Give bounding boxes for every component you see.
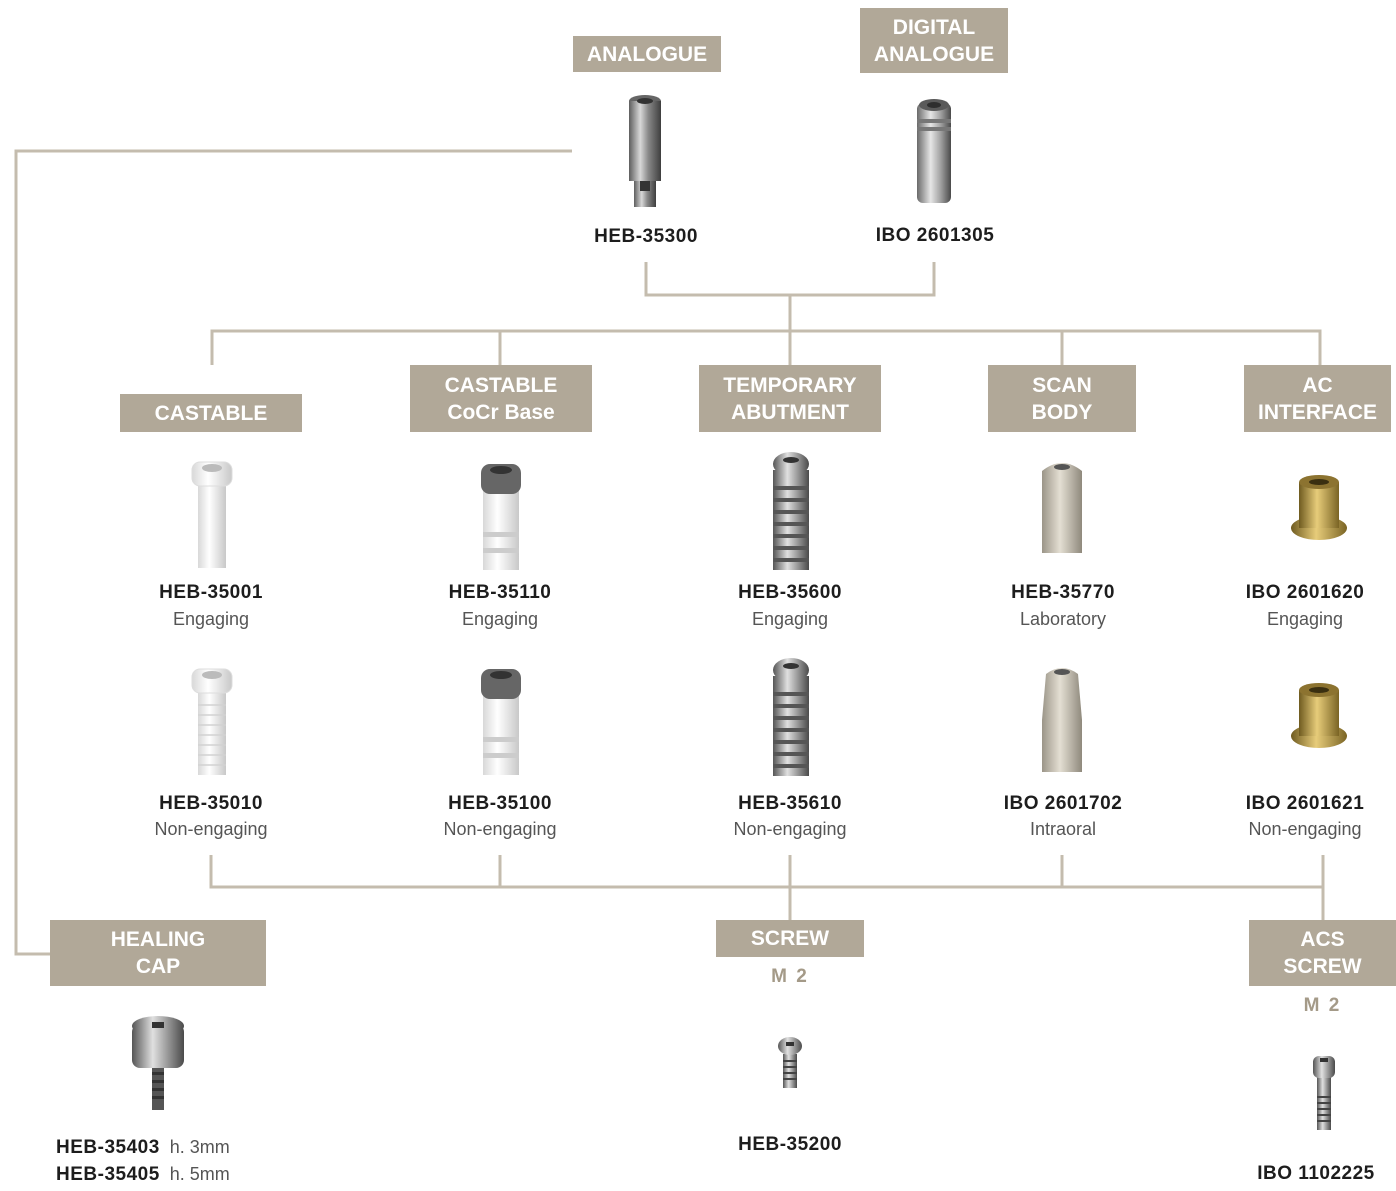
temporary-abutment-tag: TEMPORARY ABUTMENT	[699, 365, 881, 432]
healing-cap-code-1: HEB-35403	[56, 1137, 160, 1158]
scan-body-tag: SCAN BODY	[988, 365, 1136, 432]
acs-screw-label-1: ACS	[1300, 928, 1345, 951]
castable-engaging-image	[188, 458, 236, 570]
scan-body-desc-1: Laboratory	[1019, 609, 1107, 629]
ac-interface-tag: AC INTERFACE	[1244, 365, 1391, 432]
ac-interface-non-engaging-image	[1289, 680, 1349, 750]
acs-screw-label-2: SCREW	[1283, 955, 1362, 978]
analogue-part-image	[620, 93, 670, 211]
ac-interface-engaging-image	[1289, 472, 1349, 542]
temporary-code-1: HEB-35600	[738, 582, 842, 603]
castable-cocr-non-engaging-image	[476, 665, 526, 777]
ac-interface-desc-2: Non-engaging	[1248, 819, 1362, 839]
temporary-desc-2: Non-engaging	[733, 819, 847, 839]
healing-cap-height-1: h. 3mm	[169, 1137, 230, 1157]
ac-interface-desc-1: Engaging	[1266, 609, 1344, 629]
analogue-code: HEB-35300	[594, 226, 698, 247]
castable-code-1: HEB-35001	[159, 582, 263, 603]
healing-cap-row-1: HEB-35403 h. 3mm	[56, 1137, 230, 1159]
ac-interface-code-1: IBO 2601620	[1245, 582, 1365, 603]
castable-tag: CASTABLE	[120, 394, 302, 432]
castable-non-engaging-image	[188, 665, 236, 777]
scan-body-code-2: IBO 2601702	[1003, 793, 1123, 814]
digital-analogue-tag: DIGITAL ANALOGUE	[860, 8, 1008, 73]
analogue-tag: ANALOGUE	[573, 36, 721, 72]
scan-body-label-1: SCAN	[1032, 373, 1092, 397]
screw-image	[776, 1036, 804, 1090]
acs-screw-thread: M 2	[1303, 995, 1342, 1016]
digital-analogue-part-image	[911, 97, 957, 205]
acs-screw-image	[1308, 1052, 1340, 1132]
acs-screw-tag: ACS SCREW	[1249, 920, 1396, 986]
temporary-desc-1: Engaging	[751, 609, 829, 629]
temporary-label-1: TEMPORARY	[723, 373, 857, 397]
digital-analogue-label-1: DIGITAL	[892, 15, 976, 39]
scan-body-desc-2: Intraoral	[1029, 819, 1097, 839]
temporary-non-engaging-image	[766, 656, 816, 778]
temporary-code-2: HEB-35610	[738, 793, 842, 814]
castable-cocr-desc-2: Non-engaging	[443, 819, 557, 839]
castable-cocr-code-1: HEB-35110	[448, 582, 552, 603]
digital-analogue-label-2: ANALOGUE	[873, 42, 995, 66]
ac-interface-label-1: AC	[1302, 373, 1333, 397]
healing-cap-label-2: CAP	[135, 955, 181, 978]
temporary-engaging-image	[766, 450, 816, 572]
scan-body-laboratory-image	[1036, 453, 1088, 557]
scan-body-intraoral-image	[1036, 660, 1088, 776]
scan-body-label-2: BODY	[1031, 400, 1093, 424]
castable-cocr-engaging-image	[476, 460, 526, 572]
castable-cocr-tag: CASTABLE CoCr Base	[410, 365, 592, 432]
screw-thread: M 2	[771, 966, 809, 987]
castable-desc-2: Non-engaging	[154, 819, 268, 839]
ac-interface-code-2: IBO 2601621	[1245, 793, 1365, 814]
castable-cocr-label-1: CASTABLE	[444, 373, 558, 397]
screw-label: SCREW	[750, 927, 830, 950]
healing-cap-code-2: HEB-35405	[56, 1164, 160, 1185]
screw-code: HEB-35200	[738, 1134, 842, 1155]
digital-analogue-code: IBO 2601305	[875, 225, 995, 246]
acs-screw-code: IBO 1102225	[1257, 1163, 1375, 1184]
healing-cap-height-2: h. 5mm	[169, 1164, 230, 1184]
healing-cap-image	[128, 1012, 188, 1112]
castable-cocr-desc-1: Engaging	[461, 609, 539, 629]
castable-cocr-code-2: HEB-35100	[448, 793, 552, 814]
temporary-label-2: ABUTMENT	[731, 400, 849, 424]
healing-cap-row-2: HEB-35405 h. 5mm	[56, 1164, 230, 1186]
castable-code-2: HEB-35010	[159, 793, 263, 814]
ac-interface-label-2: INTERFACE	[1257, 400, 1377, 424]
castable-desc-1: Engaging	[172, 609, 250, 629]
analogue-label: ANALOGUE	[586, 42, 708, 66]
castable-cocr-label-2: CoCr Base	[447, 400, 555, 424]
healing-cap-label-1: HEALING	[110, 928, 206, 951]
healing-cap-tag: HEALING CAP	[50, 920, 266, 986]
scan-body-code-1: HEB-35770	[1011, 582, 1115, 603]
screw-tag: SCREW	[716, 920, 864, 957]
castable-label: CASTABLE	[154, 401, 268, 425]
